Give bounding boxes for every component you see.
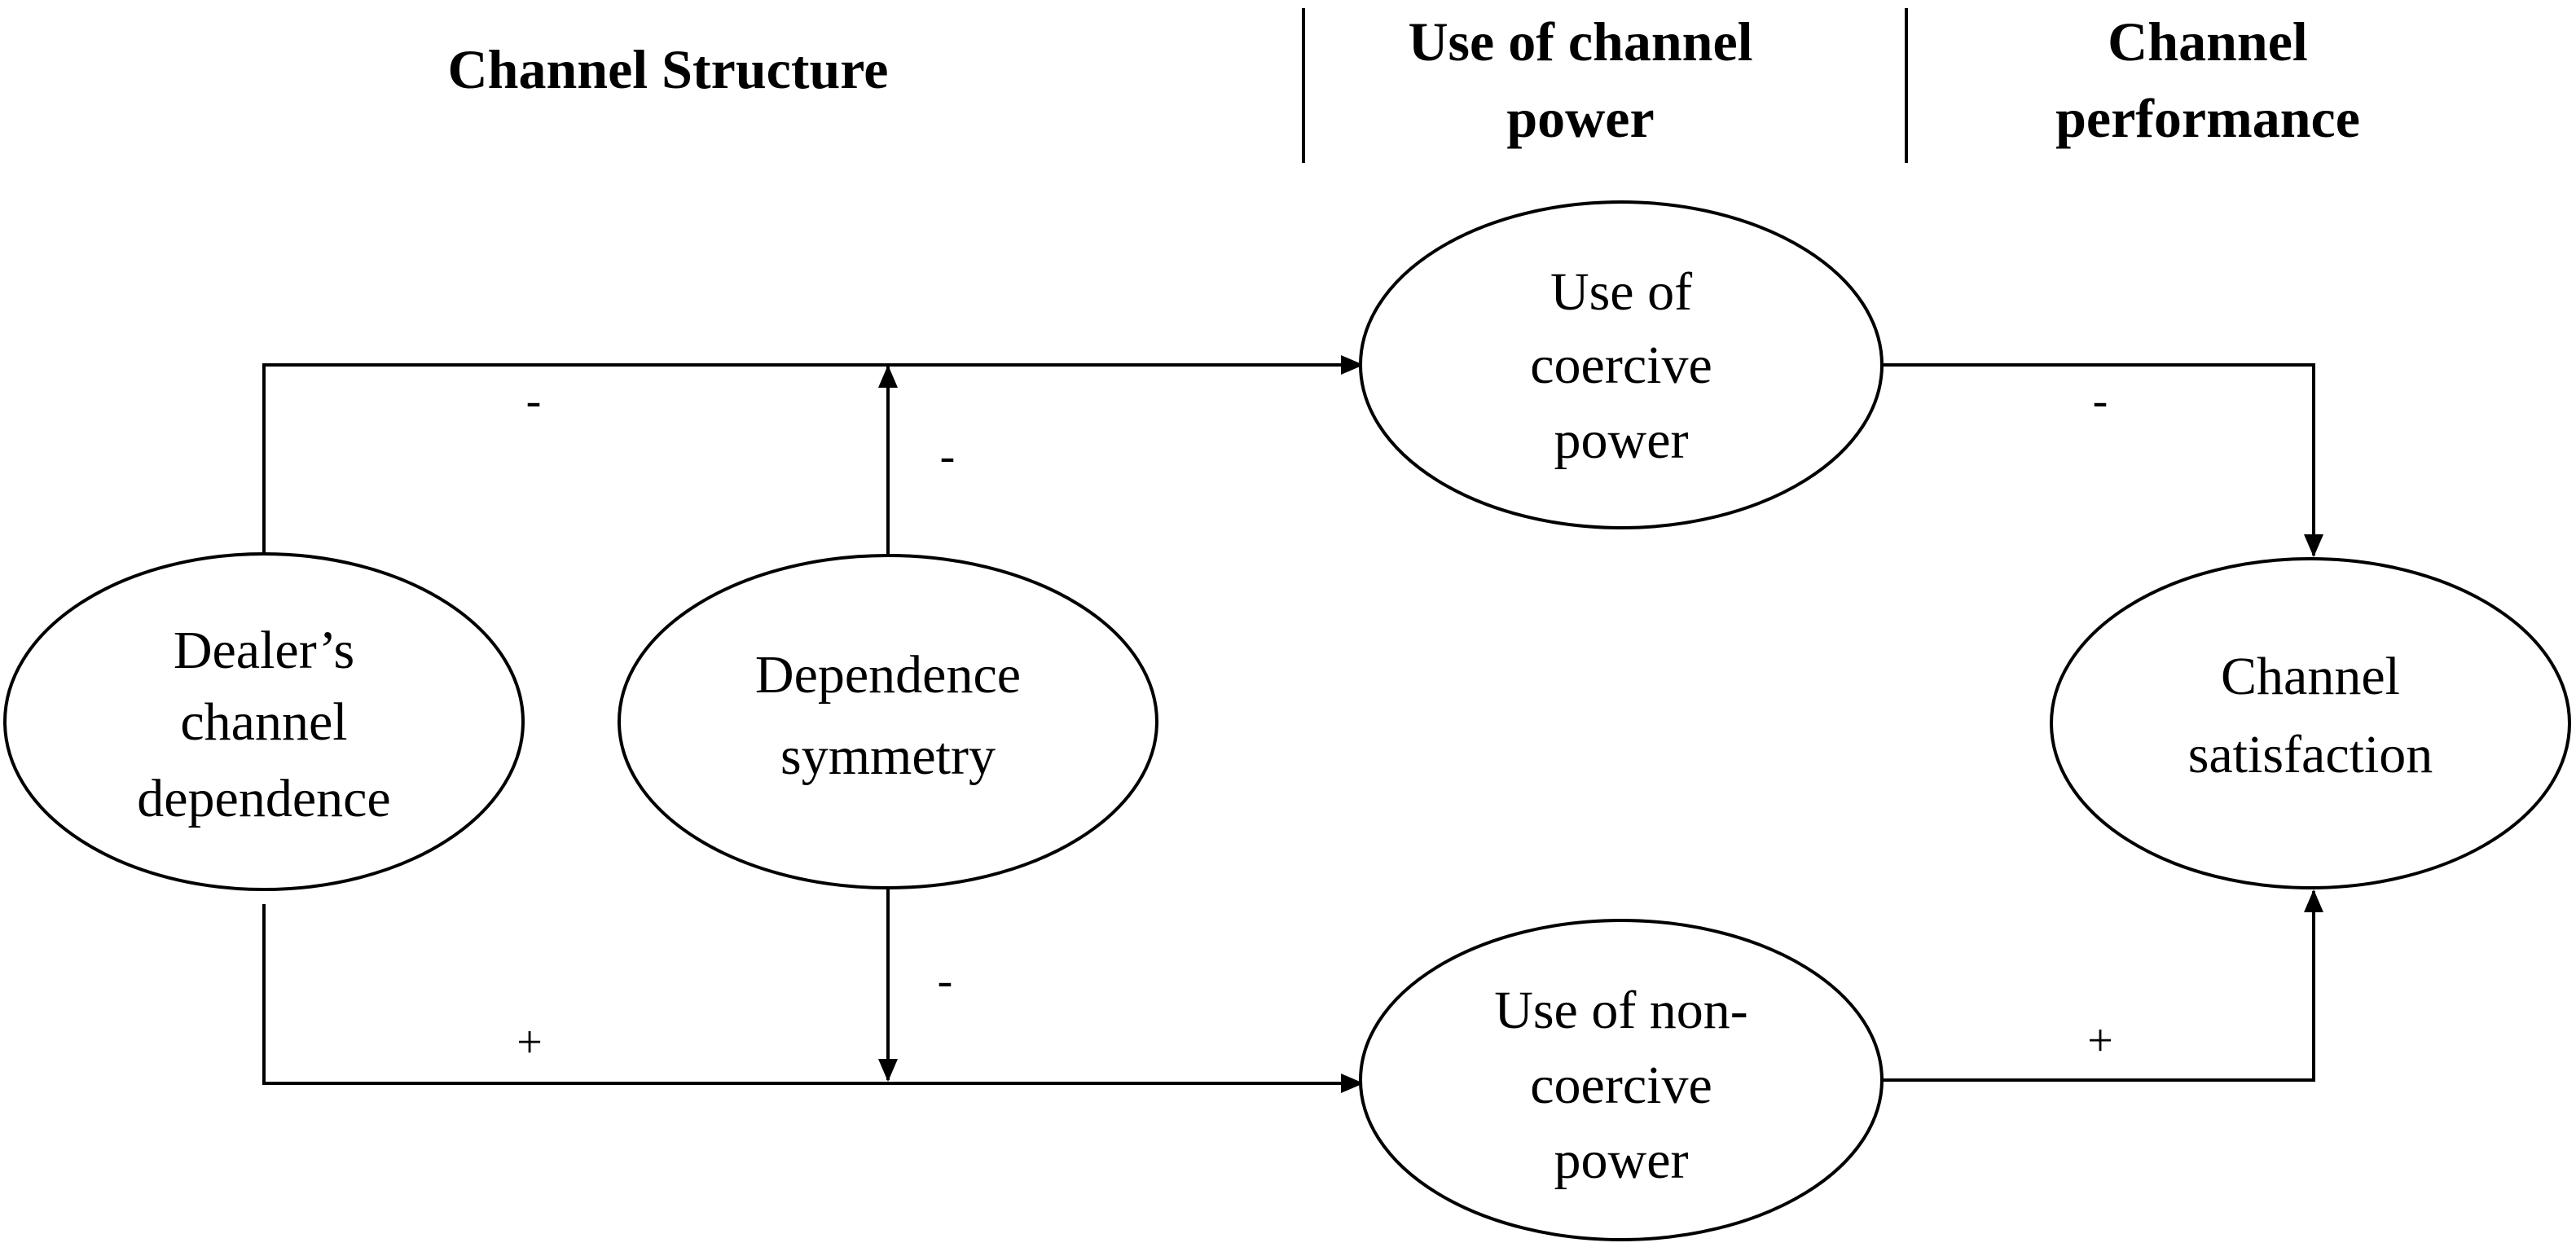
edge-coercive-to-satisfaction — [1882, 363, 2323, 557]
edge-sign-dealer-to-coercive: - — [526, 375, 542, 426]
edge-sign-dealer-to-noncoercive: + — [517, 1017, 543, 1068]
node-dealer-line1: Dealer’s — [174, 621, 354, 680]
edge-sign-coercive-to-satisfaction: - — [2093, 375, 2108, 426]
node-satisfaction-line2: satisfaction — [2188, 725, 2433, 784]
node-coercive-line3: power — [1554, 411, 1689, 470]
edge-sign-symmetry-to-coercive: - — [940, 431, 956, 481]
node-symmetry-line2: symmetry — [780, 727, 996, 786]
node-coercive-line2: coercive — [1530, 336, 1712, 395]
edge-dealer-to-coercive — [262, 355, 1364, 554]
node-noncoercive-line2: coercive — [1530, 1056, 1712, 1115]
header-use-of-channel-power-line1: Use of channel — [1408, 11, 1752, 72]
node-coercive-line1: Use of — [1550, 262, 1692, 322]
edge-sign-noncoercive-to-satisfaction: + — [2087, 1016, 2113, 1066]
edge-noncoercive-to-satisfaction — [1882, 889, 2323, 1082]
node-use-of-coercive-power: Use of coercive power — [1359, 200, 1884, 529]
node-dependence-symmetry: Dependence symmetry — [618, 554, 1158, 889]
node-dealers-channel-dependence: Dealer’s channel dependence — [3, 552, 525, 891]
header-channel-performance-line2: performance — [2055, 87, 2360, 149]
node-symmetry-line1: Dependence — [755, 645, 1021, 705]
node-use-of-noncoercive-power: Use of non- coercive power — [1359, 919, 1884, 1241]
node-channel-satisfaction: Channel satisfaction — [2050, 557, 2571, 889]
node-dealer-line3: dependence — [137, 769, 390, 828]
header-channel-structure: Channel Structure — [448, 38, 889, 100]
node-dealer-line2: channel — [180, 692, 347, 752]
node-noncoercive-line1: Use of non- — [1494, 981, 1748, 1040]
header-use-of-channel-power-line2: power — [1506, 87, 1654, 149]
edge-dealer-to-noncoercive — [262, 904, 1364, 1093]
node-satisfaction-line1: Channel — [2221, 647, 2400, 706]
header-channel-performance-line1: Channel — [2108, 11, 2308, 72]
node-noncoercive-line3: power — [1554, 1131, 1689, 1190]
edge-sign-symmetry-to-noncoercive: - — [938, 955, 953, 1006]
